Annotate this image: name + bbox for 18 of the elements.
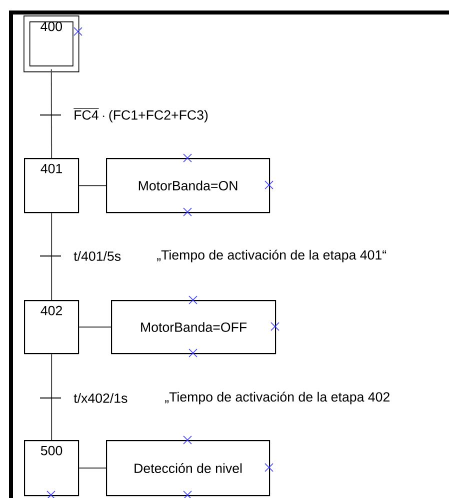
initial-step-box: 400 xyxy=(24,16,80,72)
action-link xyxy=(79,468,106,469)
sequence-line xyxy=(50,69,52,158)
sequence-line xyxy=(51,213,52,300)
comment-text: „Tiempo de activación de la etapa 401“ xyxy=(157,250,386,262)
action-box: MotorBanda=OFF xyxy=(111,300,276,354)
transition-condition: t/x402/1s xyxy=(74,393,128,403)
transition-condition: $\overline{\text{FC4}}\cdot\text{(FC1+FC2+FC3)}$ xyxy=(74,108,208,122)
transition-condition: t/401/5s xyxy=(74,251,121,261)
step-box: 500 xyxy=(24,440,80,496)
step-box: 401 xyxy=(24,158,80,214)
action-link xyxy=(79,185,106,186)
sequence-line xyxy=(51,354,52,440)
step-box: 402 xyxy=(24,300,80,354)
action-box: MotorBanda=ON xyxy=(106,158,270,214)
action-box: Detección de nivel xyxy=(106,440,270,496)
comment-text: „Tiempo de activación de la etapa 402 xyxy=(165,392,390,404)
action-link xyxy=(79,326,111,328)
